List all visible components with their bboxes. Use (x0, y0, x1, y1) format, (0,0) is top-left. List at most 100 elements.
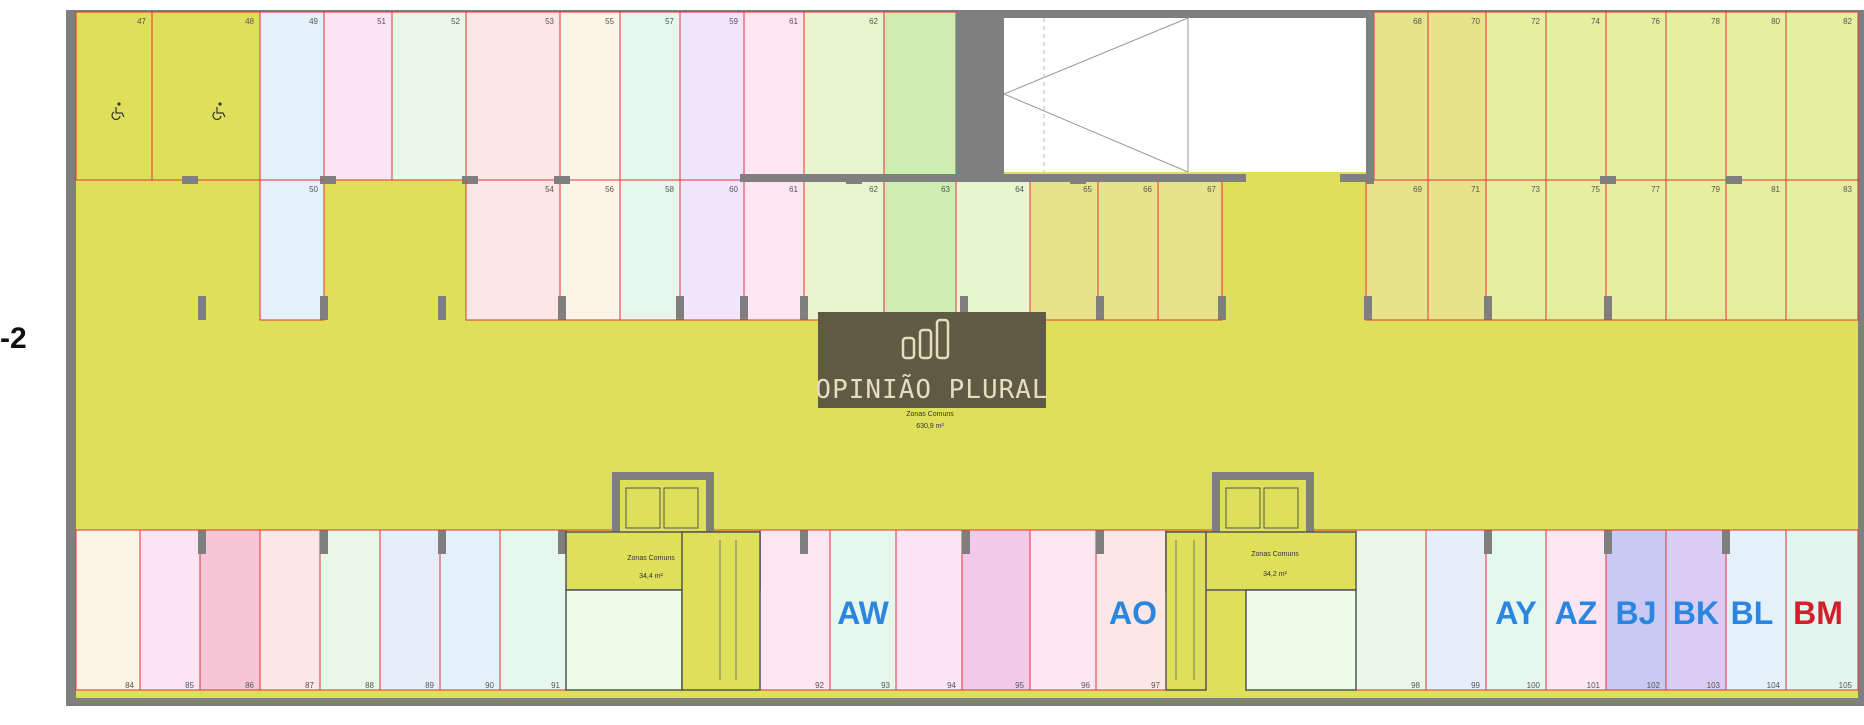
parking-space: 70 (1427, 11, 1487, 181)
lot-label: BJ (1616, 595, 1657, 631)
space-number: 78 (1711, 17, 1720, 26)
wheelchair-icon (212, 102, 226, 120)
space-number: 91 (551, 681, 560, 690)
space-number: 88 (365, 681, 374, 690)
parking-space: 78 (1665, 11, 1727, 181)
common-zone-main: Zonas Comuns 630,9 m² (906, 411, 954, 430)
watermark-logo: OPINIÃO PLURAL (815, 312, 1048, 408)
parking-space: 53 (465, 11, 561, 181)
space-number: 84 (125, 681, 134, 690)
parking-space: 90 (439, 529, 501, 691)
parking-space: 54 (465, 179, 561, 321)
space-number: 69 (1413, 185, 1422, 194)
parking-space: 88 (319, 529, 381, 691)
parking-space: 74 (1545, 11, 1607, 181)
parking-space: 86 (199, 529, 261, 691)
parking-space: 83 (1785, 179, 1859, 321)
space-number: 72 (1531, 17, 1540, 26)
space-number: 105 (1839, 681, 1853, 690)
parking-space: 99 (1425, 529, 1487, 691)
lift-core-right (1165, 472, 1357, 691)
stair-core (740, 12, 1374, 184)
space-number: 53 (545, 17, 554, 26)
space-number: 104 (1767, 681, 1781, 690)
zone-name: Zonas Comuns (1251, 551, 1299, 558)
parking-space: 57 (619, 11, 681, 181)
space-number: 61 (789, 17, 798, 26)
common-zone-right: Zonas Comuns 34,2 m² (1251, 551, 1299, 578)
space-number: 102 (1647, 681, 1661, 690)
zone-area: 630,9 m² (916, 423, 944, 430)
space-number: 76 (1651, 17, 1660, 26)
parking-space: 95 (961, 529, 1031, 691)
parking-space: 52 (391, 11, 467, 181)
space-number: 71 (1471, 185, 1480, 194)
space-number: 55 (605, 17, 614, 26)
parking-space: 79 (1665, 179, 1727, 321)
space-number: 47 (137, 17, 146, 26)
space-number: 74 (1591, 17, 1600, 26)
parking-space: 76 (1605, 11, 1667, 181)
parking-space: 58 (619, 179, 681, 321)
parking-space: 50 (259, 179, 325, 321)
space-number: 80 (1771, 17, 1780, 26)
space-number: 75 (1591, 185, 1600, 194)
watermark-text: OPINIÃO PLURAL (815, 373, 1048, 405)
parking-space: 97 (1095, 529, 1167, 691)
parking-space: 85 (139, 529, 201, 691)
space-number: 61 (789, 185, 798, 194)
lot-label: AW (837, 595, 889, 631)
parking-space: 104 (1725, 529, 1787, 691)
parking-space: 51 (323, 11, 393, 181)
parking-space: 67 (1157, 179, 1223, 321)
parking-space: 84 (75, 529, 141, 691)
lot-label: BL (1731, 595, 1774, 631)
space-number: 94 (947, 681, 956, 690)
space-number: 70 (1471, 17, 1480, 26)
parking-space: 68 (1373, 11, 1429, 181)
space-number: 81 (1771, 185, 1780, 194)
space-number: 92 (815, 681, 824, 690)
parking-space: 94 (895, 529, 963, 691)
lift-core-left (565, 472, 761, 691)
parking-space: 96 (1029, 529, 1097, 691)
space-number: 79 (1711, 185, 1720, 194)
level-label: -2 (0, 322, 27, 355)
parking-space: 61 (743, 179, 805, 321)
space-number: 90 (485, 681, 494, 690)
parking-space: 72 (1485, 11, 1547, 181)
space-number: 73 (1531, 185, 1540, 194)
parking-space: 55 (559, 11, 621, 181)
space-number: 85 (185, 681, 194, 690)
space-number: 82 (1843, 17, 1852, 26)
space-number: 60 (729, 185, 738, 194)
parking-space: 77 (1605, 179, 1667, 321)
space-number: 83 (1843, 185, 1852, 194)
space-number: 65 (1083, 185, 1092, 194)
space-number: 56 (605, 185, 614, 194)
parking-space: 63 (883, 179, 957, 321)
zone-name: Zonas Comuns (627, 555, 675, 562)
lot-label: BM (1793, 595, 1843, 631)
space-number: 59 (729, 17, 738, 26)
space-number: 96 (1081, 681, 1090, 690)
parking-space: 71 (1427, 179, 1487, 321)
zone-area: 34,4 m² (639, 573, 663, 580)
space-number: 93 (881, 681, 890, 690)
structural-pillars (76, 176, 1858, 554)
parking-space: 65 (1029, 179, 1099, 321)
space-number: 52 (451, 17, 460, 26)
space-number: 95 (1015, 681, 1024, 690)
space-number: 62 (869, 17, 878, 26)
parking-space: 89 (379, 529, 441, 691)
space-number: 68 (1413, 17, 1422, 26)
parking-space: 98 (1355, 529, 1427, 691)
space-number: 89 (425, 681, 434, 690)
space-number: 86 (245, 681, 254, 690)
space-number: 66 (1143, 185, 1152, 194)
space-number: 101 (1587, 681, 1601, 690)
parking-space: 101 (1545, 529, 1607, 691)
lot-label: AO (1109, 595, 1157, 631)
